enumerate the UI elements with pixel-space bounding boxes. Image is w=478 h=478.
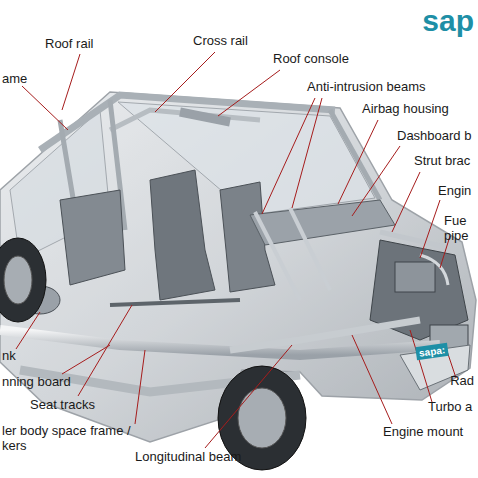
rim bbox=[238, 388, 286, 448]
part-label: Cross rail bbox=[193, 34, 248, 49]
part-label: Roof rail bbox=[45, 37, 93, 52]
part-label: Rad bbox=[450, 374, 474, 389]
part-label: Roof console bbox=[273, 52, 349, 67]
anti-intrusion-beam bbox=[255, 208, 330, 300]
part-label: Seat tracks bbox=[30, 398, 95, 413]
part-label: Fue pipe bbox=[444, 214, 474, 244]
logo: sap bbox=[422, 6, 474, 36]
cross-rail bbox=[110, 110, 260, 130]
wheel bbox=[0, 238, 46, 322]
part-label: Strut brac bbox=[414, 154, 470, 169]
part-label: nk bbox=[2, 349, 16, 364]
roof-console bbox=[180, 112, 230, 122]
roof-rail bbox=[40, 95, 335, 150]
leader-lines bbox=[16, 52, 456, 448]
part-label: Dashboard b bbox=[397, 129, 471, 144]
engine-block bbox=[395, 262, 435, 292]
seat-track bbox=[110, 300, 240, 305]
seat bbox=[60, 190, 125, 285]
part-label: Anti-intrusion beams bbox=[307, 80, 426, 95]
longitudinal-beam bbox=[230, 320, 420, 350]
part-label: ame bbox=[2, 72, 27, 87]
seat bbox=[150, 170, 215, 300]
part-label: Airbag housing bbox=[362, 102, 449, 117]
part-label: Turbo a bbox=[428, 400, 472, 415]
part-label: Engin bbox=[438, 184, 471, 199]
underbody-frame bbox=[0, 330, 440, 355]
part-label: Longitudinal beam bbox=[135, 450, 241, 465]
part-label: ler body space frame / kers bbox=[2, 424, 142, 454]
strut-brace bbox=[380, 232, 450, 248]
rim bbox=[4, 256, 32, 304]
part-label: nning board bbox=[2, 375, 71, 390]
fuel-pipe bbox=[420, 255, 448, 285]
dashboard bbox=[250, 200, 395, 245]
part-label: Engine mount bbox=[383, 425, 463, 440]
